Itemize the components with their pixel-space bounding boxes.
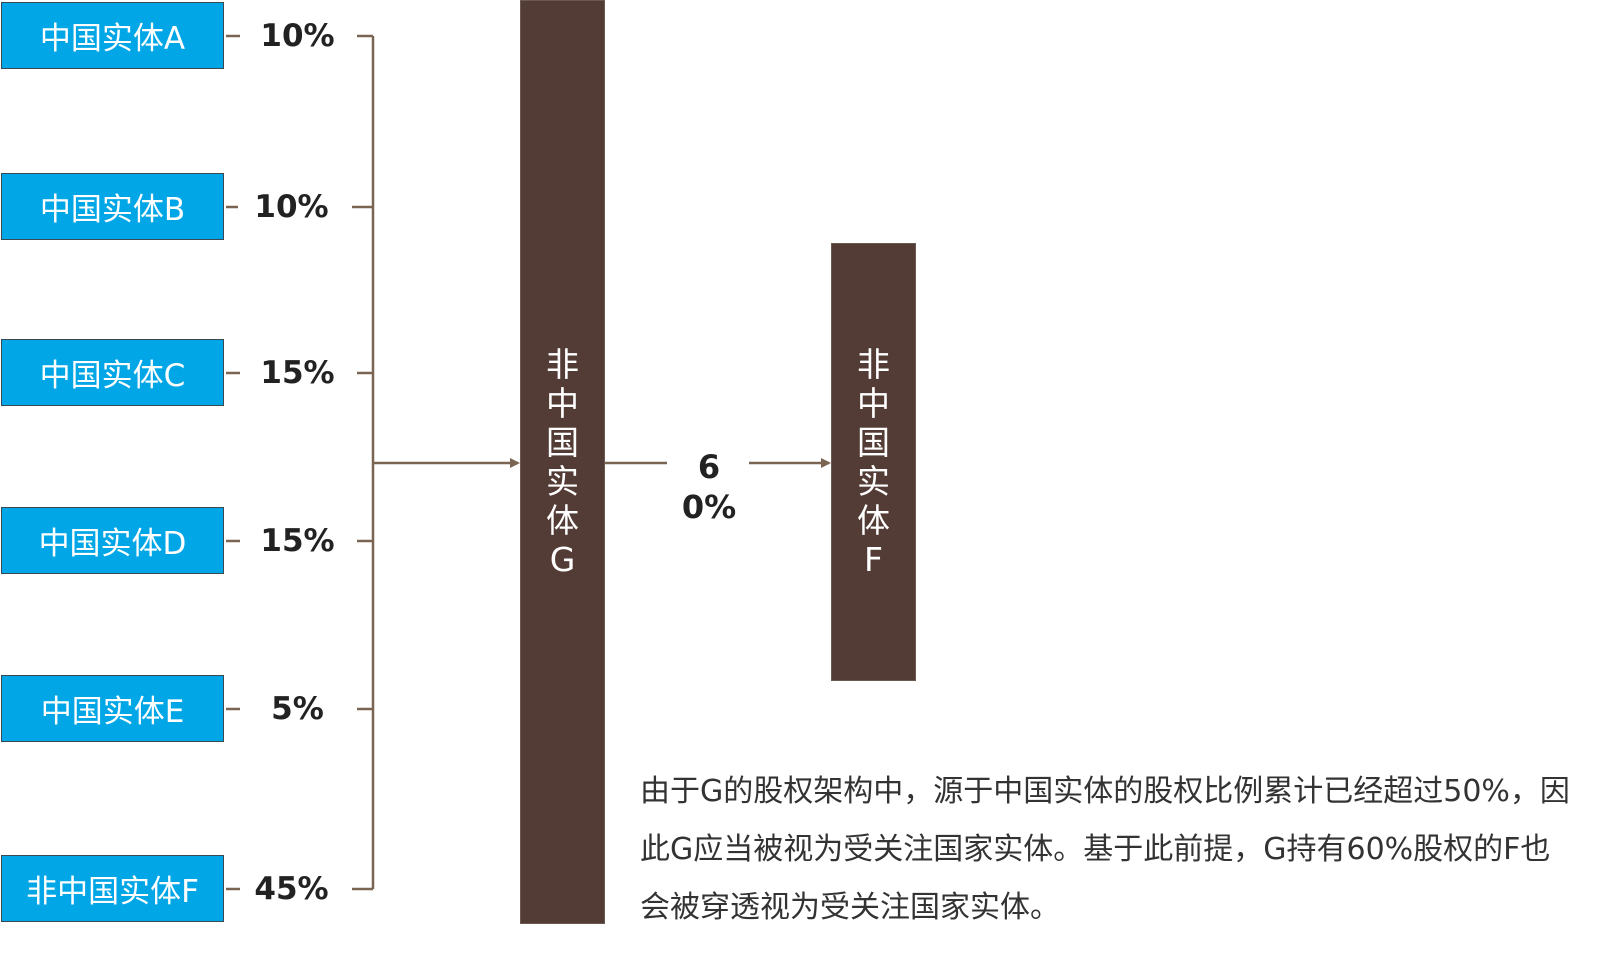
percent-label-a: 10% (260, 18, 335, 54)
entity-box-c: 中国实体C (1, 339, 224, 406)
entity-label: 中国实体E (40, 694, 185, 730)
entity-label: 中国实体B (39, 192, 186, 228)
entity-box-e: 中国实体E (1, 675, 224, 742)
percent-label-c: 15% (260, 355, 335, 391)
entity-box-d: 中国实体D (1, 507, 224, 574)
entity-box-f-source: 非中国实体F (1, 855, 224, 922)
entity-box-a: 中国实体A (1, 2, 224, 69)
percent-label-e: 5% (271, 691, 324, 727)
g-to-f-percent: 60% (681, 448, 737, 526)
entity-label: 中国实体C (39, 358, 186, 394)
percent-label-f: 45% (254, 871, 329, 907)
percent-label-d: 15% (260, 523, 335, 559)
entity-g-label: 非中国实体G (546, 345, 579, 579)
entity-label: 中国实体D (38, 526, 187, 562)
explanation-note: 由于G的股权架构中，源于中国实体的股权比例累计已经超过50%，因此G应当被视为受… (640, 774, 1570, 925)
entity-box-b: 中国实体B (1, 173, 224, 240)
entity-g-box: 非中国实体G (520, 0, 605, 924)
entity-label: 中国实体A (39, 21, 186, 57)
percent-label-b: 10% (254, 189, 329, 225)
entity-f-box: 非中国实体F (831, 243, 916, 681)
entity-label: 非中国实体F (26, 874, 199, 910)
entity-f-label: 非中国实体F (857, 345, 890, 579)
